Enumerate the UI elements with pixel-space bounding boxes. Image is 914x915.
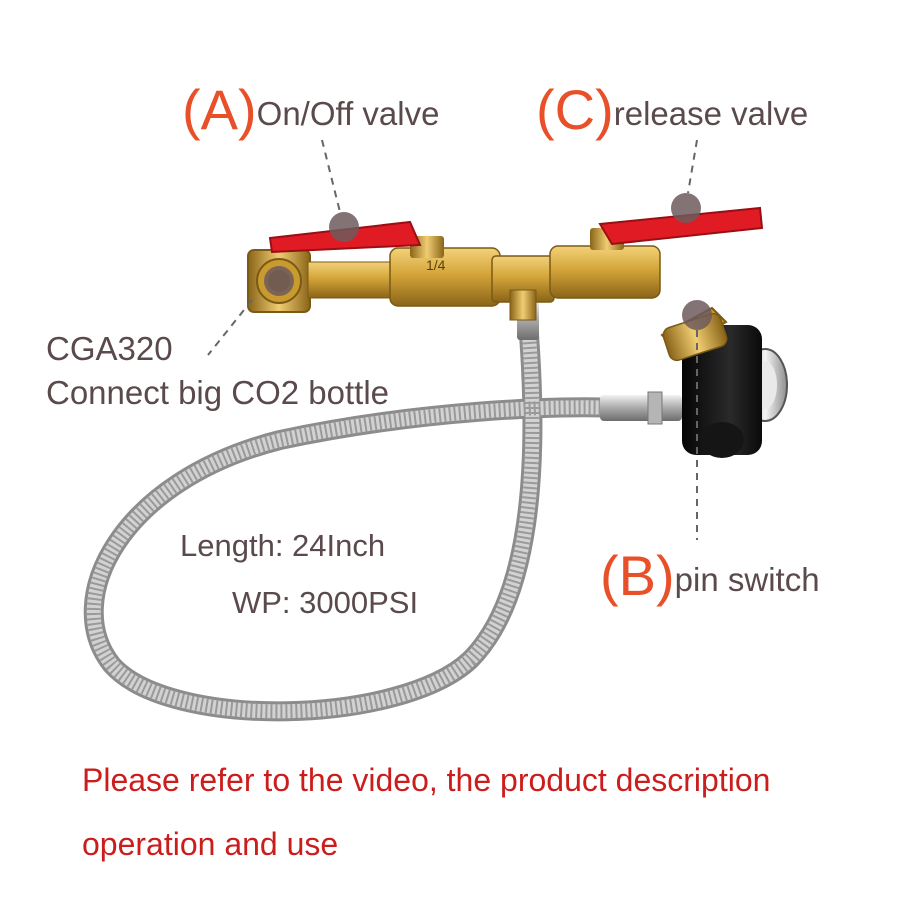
release-valve: [549, 206, 764, 299]
callout-b-caption: pin switch: [674, 561, 820, 598]
callout-c-label: (C)release valve: [536, 82, 808, 138]
callout-b-letter: (B): [600, 544, 675, 607]
cga-description-label: Connect big CO2 bottle: [46, 374, 390, 411]
spec-length: Length: 24Inch: [180, 528, 386, 563]
braided-hose: [83, 312, 630, 722]
valve-port-mark: 1/4: [426, 257, 446, 273]
callout-marker-a: [321, 139, 359, 242]
callout-a-label: (A)On/Off valve: [182, 82, 439, 138]
tee-fitting: [491, 255, 555, 321]
callout-c-letter: (C): [536, 78, 614, 141]
cga-model-label: CGA320: [46, 330, 173, 367]
spec-working-pressure: WP: 3000PSI: [232, 585, 419, 620]
callout-a-caption: On/Off valve: [256, 95, 440, 132]
callout-marker-cga: [207, 266, 294, 356]
callout-b-label: (B)pin switch: [600, 548, 820, 604]
hose-crimp-right: [600, 391, 682, 425]
callout-c-caption: release valve: [613, 95, 809, 132]
note-line-1: Please refer to the video, the product d…: [82, 762, 771, 798]
cga320-connector: [247, 249, 394, 313]
callout-marker-c: [671, 139, 701, 223]
callout-a-letter: (A): [182, 78, 257, 141]
pin-switch-adapter: [660, 306, 788, 458]
callout-marker-b: [682, 300, 712, 540]
note-line-2: operation and use: [82, 826, 339, 862]
